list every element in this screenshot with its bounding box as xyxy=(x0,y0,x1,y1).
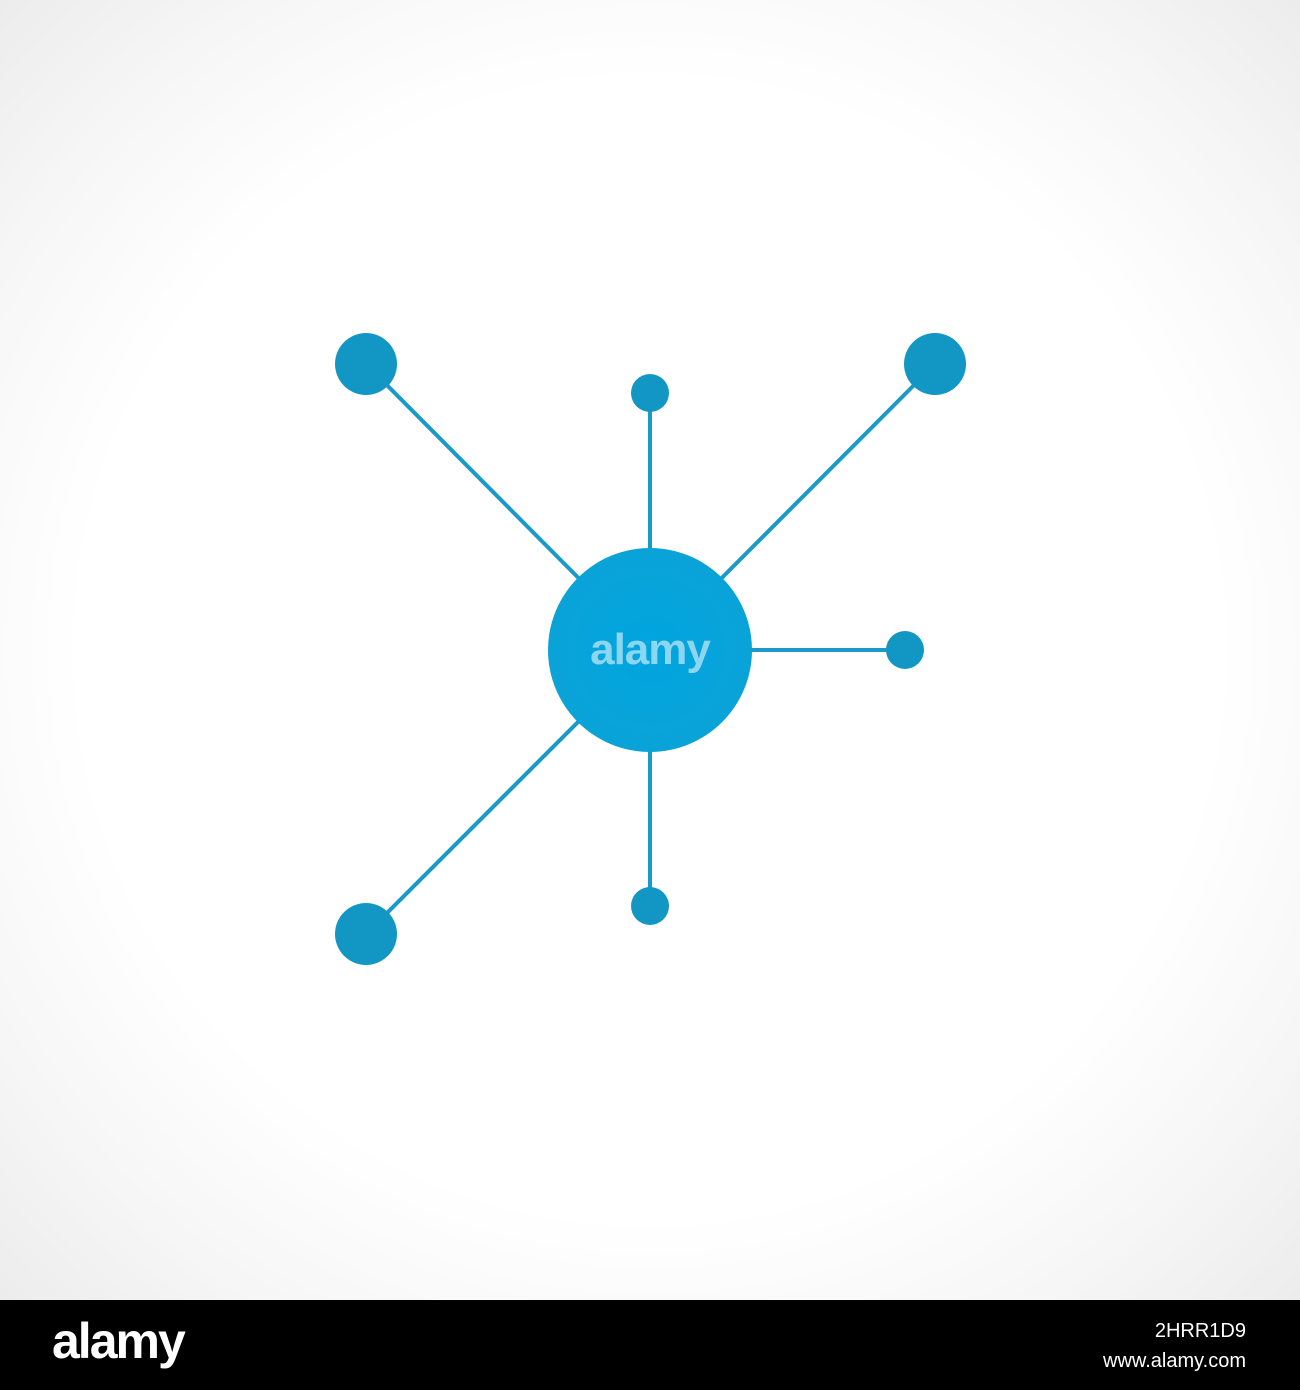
node-top-right xyxy=(904,333,966,395)
satellite-nodes xyxy=(335,333,966,965)
footer-url: www.alamy.com xyxy=(1103,1350,1246,1372)
diagram-canvas: alamy xyxy=(0,0,1300,1300)
node-top-left xyxy=(335,333,397,395)
footer-logo: alamy xyxy=(52,1313,186,1369)
hub-node xyxy=(548,548,752,752)
node-bottom-left xyxy=(335,903,397,965)
footer-bar: alamy 2HRR1D9 www.alamy.com xyxy=(0,1300,1300,1390)
hub-network-diagram xyxy=(335,333,966,965)
node-bottom xyxy=(631,887,669,925)
node-right xyxy=(886,631,924,669)
node-top xyxy=(631,374,669,412)
image-id: 2HRR1D9 xyxy=(1154,1320,1246,1342)
